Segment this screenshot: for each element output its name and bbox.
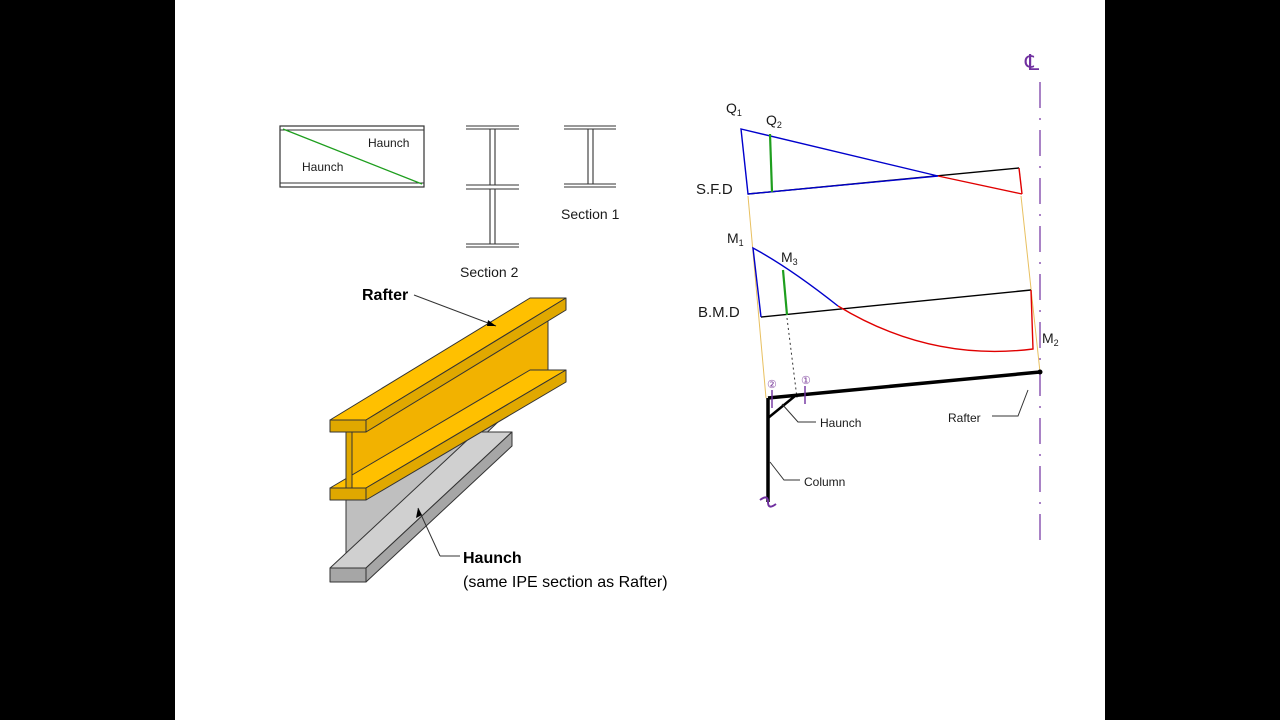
frame-haunch-leader <box>781 403 816 423</box>
slide: Haunch Haunch Section 2 Section 1 <box>175 0 1105 720</box>
section-1-label: Section 1 <box>561 206 620 222</box>
frame-column-leader <box>769 461 800 481</box>
frame-haunch-label: Haunch <box>820 416 861 430</box>
rafter-3d <box>329 297 567 501</box>
sfd-label: S.F.D <box>696 181 733 198</box>
portal-frame <box>759 369 1043 508</box>
section-1-projection <box>786 317 798 399</box>
q1-label: Q1 <box>726 100 742 118</box>
section-1-drawing <box>564 125 616 188</box>
frame-rafter-leader <box>992 389 1029 417</box>
frame-rafter-label: Rafter <box>948 411 981 425</box>
section-marker-2: ② <box>767 379 777 391</box>
bending-moment-diagram <box>752 246 1034 353</box>
m3-label: M3 <box>781 249 798 267</box>
haunch-diagonal <box>282 128 423 185</box>
diagram-canvas: Haunch Haunch Section 2 Section 1 <box>279 50 1059 591</box>
haunch-lower-label: Haunch <box>302 160 343 174</box>
rafter-leader <box>413 294 497 327</box>
m2-label: M2 <box>1042 330 1059 348</box>
shear-force-diagram <box>740 128 1023 195</box>
bmd-label: B.M.D <box>698 304 740 321</box>
m1-label: M1 <box>727 230 744 248</box>
haunch-note: (same IPE section as Rafter) <box>463 574 668 591</box>
rafter-label: Rafter <box>362 287 408 304</box>
haunch-3d <box>329 415 513 583</box>
section-2-label: Section 2 <box>460 264 519 280</box>
section-marker-1: ① <box>801 375 811 387</box>
q2-label: Q2 <box>766 112 782 130</box>
centerline-symbol: ℄ <box>1024 50 1040 75</box>
section-2-drawing <box>466 125 519 248</box>
projection-lines <box>747 195 1041 399</box>
frame-column-label: Column <box>804 475 845 489</box>
haunch-label: Haunch <box>463 550 522 567</box>
haunch-upper-label: Haunch <box>368 136 409 150</box>
haunch-elevation: Haunch Haunch <box>279 125 425 188</box>
